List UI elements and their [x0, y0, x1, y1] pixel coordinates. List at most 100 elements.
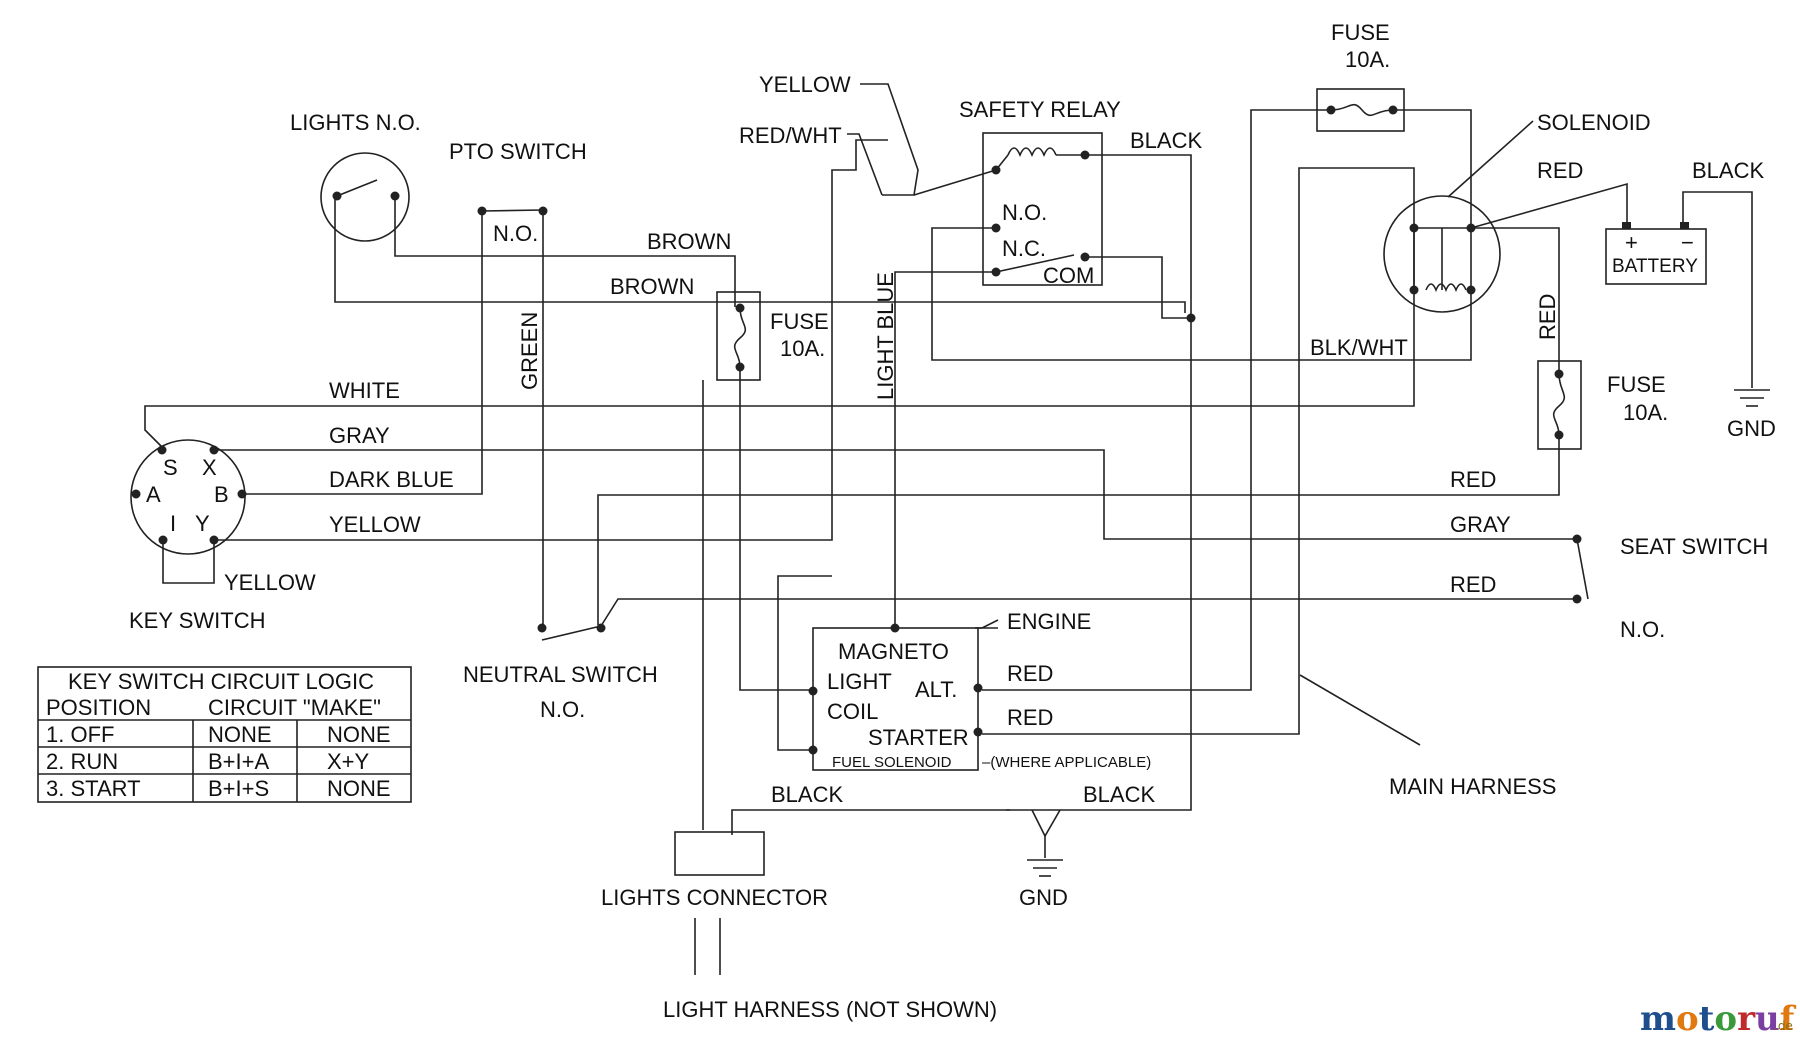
label-light-harness: LIGHT HARNESS (NOT SHOWN) — [663, 997, 997, 1022]
label-battery: BATTERY — [1612, 256, 1698, 277]
neutral-blade — [541, 625, 602, 641]
label-dark-blue: DARK BLUE — [329, 467, 454, 492]
label-key-b: B — [214, 482, 229, 507]
label-red-alt: RED — [1007, 661, 1053, 686]
label-fuse-right-rating: 10A. — [1623, 400, 1668, 425]
label-safety-relay: SAFETY RELAY — [959, 97, 1121, 122]
fuse-mid — [716, 291, 761, 381]
table-row-3-a: B+I+S — [208, 776, 269, 801]
label-yellow: YELLOW — [329, 512, 421, 537]
table-row-3-pos: 3. START — [46, 776, 141, 801]
lights-no-switch — [320, 152, 410, 242]
label-solenoid: SOLENOID — [1537, 110, 1651, 135]
seat-switch-terminal-bottom — [1572, 594, 1582, 604]
label-red-vertical: RED — [1535, 294, 1560, 340]
solenoid — [1383, 195, 1501, 313]
label-lights-connector: LIGHTS CONNECTOR — [601, 885, 828, 910]
engine-block — [808, 623, 998, 771]
label-fuse-mid: FUSE — [770, 309, 829, 334]
label-relay-com: COM — [1043, 263, 1094, 288]
label-relay-no: N.O. — [1002, 200, 1047, 225]
label-red-battery: RED — [1537, 158, 1583, 183]
neutral-switch-terminal-right — [596, 623, 606, 633]
label-starter: STARTER — [868, 725, 969, 750]
table-row-3-b: NONE — [327, 776, 391, 801]
label-light-coil-1: LIGHT — [827, 669, 892, 694]
wire-red-seat — [600, 598, 1577, 627]
label-gnd-right: GND — [1727, 416, 1776, 441]
label-black-relay: BLACK — [1130, 128, 1202, 153]
label-seat-no: N.O. — [1620, 617, 1665, 642]
safety-relay — [982, 132, 1103, 286]
label-gray-seat: GRAY — [1450, 512, 1511, 537]
label-lights-no: LIGHTS N.O. — [290, 110, 421, 135]
label-engine: ENGINE — [1007, 609, 1091, 634]
pto-blade — [481, 209, 544, 212]
wire-white — [144, 228, 1415, 448]
label-fuse-top: FUSE — [1331, 20, 1390, 45]
watermark-letter: r — [1737, 999, 1756, 1039]
label-fuse-mid-rating: 10A. — [780, 336, 825, 361]
key-switch — [130, 439, 247, 555]
wire-red-battery — [1470, 182, 1628, 229]
wires — [144, 83, 1753, 975]
label-magneto: MAGNETO — [838, 639, 949, 664]
label-neutral-no: N.O. — [540, 697, 585, 722]
label-key-y: Y — [195, 511, 210, 536]
labels: LIGHTS N.O. PTO SWITCH N.O. YELLOW RED/W… — [129, 20, 1776, 1022]
label-battery-plus: + — [1625, 230, 1638, 255]
label-brown-1: BROWN — [647, 229, 731, 254]
label-alt: ALT. — [915, 677, 957, 702]
pto-terminal-right — [538, 206, 548, 216]
wire-magneto-coil — [777, 575, 832, 751]
wire-black-relay — [1006, 154, 1192, 838]
label-key-a: A — [146, 482, 161, 507]
ground-bottom-symbol — [1027, 859, 1063, 877]
neutral-switch-terminal-left — [537, 623, 547, 633]
label-fuse-right: FUSE — [1607, 372, 1666, 397]
solenoid-leader — [1447, 120, 1534, 198]
label-white: WHITE — [329, 378, 400, 403]
wire-relay-com — [1085, 256, 1191, 319]
label-relay-nc: N.C. — [1002, 236, 1046, 261]
wire-yellow-key — [162, 540, 215, 584]
label-light-blue: LIGHT BLUE — [873, 272, 898, 400]
table-row-1-b: NONE — [327, 722, 391, 747]
wire-black-battery — [1682, 191, 1753, 388]
label-green: GREEN — [517, 312, 542, 390]
table-row-2-a: B+I+A — [208, 749, 269, 774]
wire-pto-left — [242, 211, 483, 495]
fuse-right — [1537, 360, 1582, 450]
wire-red-vertical — [1471, 227, 1560, 373]
table-row-1-a: NONE — [208, 722, 272, 747]
table-row-2-pos: 2. RUN — [46, 749, 118, 774]
key-switch-logic-table: KEY SWITCH CIRCUIT LOGIC POSITION CIRCUI… — [37, 666, 412, 803]
label-fuse-top-rating: 10A. — [1345, 47, 1390, 72]
label-blk-wht: BLK/WHT — [1310, 335, 1408, 360]
label-main-harness: MAIN HARNESS — [1389, 774, 1556, 799]
label-gnd-bottom: GND — [1019, 885, 1068, 910]
label-neutral-switch: NEUTRAL SWITCH — [463, 662, 658, 687]
table-row-1-pos: 1. OFF — [46, 722, 114, 747]
seat-switch-terminal-top — [1572, 534, 1582, 544]
label-yellow-top: YELLOW — [759, 72, 851, 97]
label-pto-switch: PTO SWITCH — [449, 139, 587, 164]
label-black-battery: BLACK — [1692, 158, 1764, 183]
table-header-make: CIRCUIT "MAKE" — [208, 695, 381, 720]
label-where-applicable: –(WHERE APPLICABLE) — [982, 754, 1151, 771]
pto-terminal-left — [477, 206, 487, 216]
watermark-brand: motoruf — [1640, 999, 1797, 1039]
watermark-letter: f — [1780, 999, 1797, 1039]
wire-blk-wht — [982, 167, 1415, 735]
watermark-letter: m — [1640, 999, 1676, 1039]
lights-connector — [674, 831, 765, 876]
label-pto-no: N.O. — [493, 221, 538, 246]
label-gray: GRAY — [329, 423, 390, 448]
label-light-coil-2: COIL — [827, 699, 878, 724]
wire-fuse-top-right — [1393, 109, 1472, 228]
label-battery-minus: − — [1681, 230, 1694, 255]
label-key-s: S — [163, 455, 178, 480]
label-red-wht: RED/WHT — [739, 123, 842, 148]
label-yellow-key: YELLOW — [224, 570, 316, 595]
